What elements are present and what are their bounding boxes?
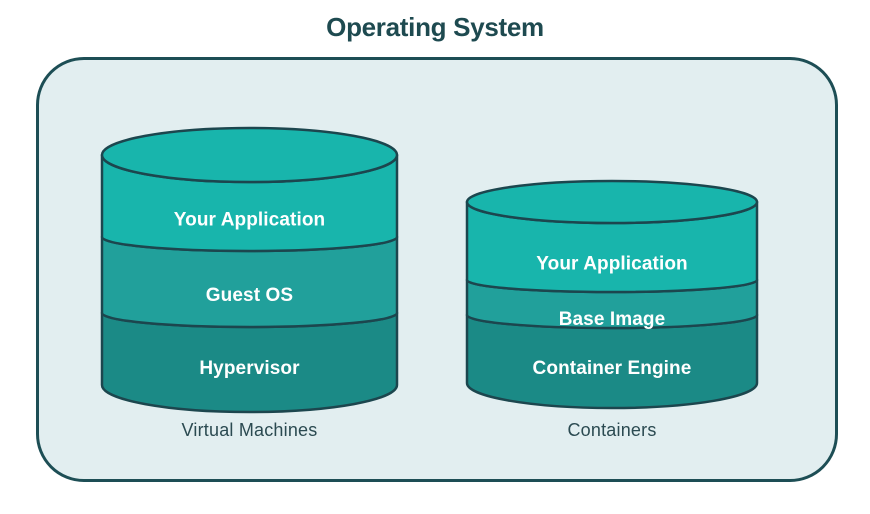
vm-stack-caption: Virtual Machines: [181, 420, 318, 440]
page-title: Operating System: [326, 12, 544, 42]
container-cylinder-group: [465, 179, 759, 410]
container-stack-diagram: Your Application Base Image Container En…: [465, 179, 759, 410]
container-stack-caption: Containers: [567, 420, 657, 440]
vm-layer-label-guest-os: Guest OS: [206, 285, 293, 306]
vm-stack-diagram: Your Application Guest OS Hypervisor: [100, 126, 399, 414]
container-layer-label-container-engine: Container Engine: [533, 358, 692, 379]
vm-cylinder-group: [100, 126, 399, 414]
container-layer-labels: Your Application Base Image Container En…: [533, 254, 692, 380]
container-cylinder-lid: [465, 179, 759, 225]
vm-layer-labels: Your Application Guest OS Hypervisor: [174, 210, 326, 380]
vm-layer-label-your-application: Your Application: [174, 210, 326, 231]
vm-layer-label-hypervisor: Hypervisor: [199, 358, 300, 379]
container-layer-label-base-image: Base Image: [559, 309, 666, 330]
vm-cylinder-lid: [100, 126, 399, 184]
container-layer-label-your-application: Your Application: [536, 254, 688, 275]
